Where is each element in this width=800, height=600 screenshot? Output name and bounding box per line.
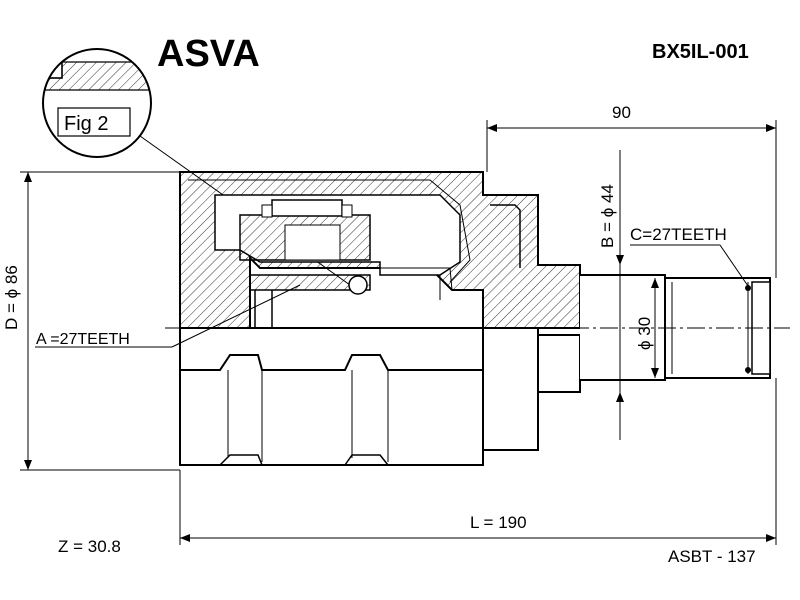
dim-l-label: L = 190 (470, 513, 527, 532)
dim-a: A =27TEETH (35, 284, 301, 348)
housing-lower-exterior (179, 327, 581, 466)
dim-b: B = ϕ 44 (598, 150, 624, 440)
z-value: Z = 30.8 (58, 537, 121, 556)
dim-d: D = ϕ 86 (2, 171, 180, 471)
part-number: BX5IL-001 (652, 41, 749, 63)
dim-shaft-label: ϕ 30 (635, 317, 654, 350)
dim-b-label: B = ϕ 44 (598, 184, 617, 248)
dim-shaft: ϕ 30 (635, 278, 659, 378)
dim-a-label: A =27TEETH (36, 331, 130, 348)
dim-c: C=27TEETH (630, 225, 749, 287)
dim-c-label: C=27TEETH (630, 225, 727, 244)
dim-90: 90 (486, 103, 777, 278)
brand-title: ASVA (157, 33, 260, 75)
detail-label: Fig 2 (64, 113, 108, 135)
footer-code: ASBT - 137 (668, 547, 756, 566)
dim-l: L = 190 (179, 378, 777, 545)
dim-90-label: 90 (612, 103, 631, 122)
dim-d-label: D = ϕ 86 (2, 265, 21, 330)
housing-upper-section (179, 171, 581, 329)
